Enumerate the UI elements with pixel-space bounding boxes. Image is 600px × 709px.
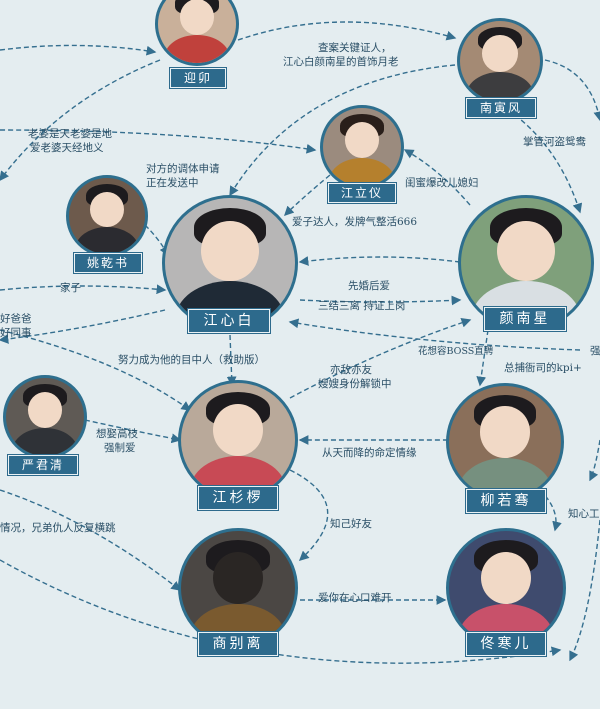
portrait-yannanxing: [458, 195, 594, 331]
edge-yanjunqing-jiangshanshan: [84, 419, 182, 444]
edge-jiangxinbai-yannanxing: [299, 295, 462, 306]
edge-jiangxinbai-jiangshanshan: [226, 334, 237, 387]
relation-wife-natural: 爱老婆天经地义: [30, 142, 104, 154]
relation-love-unspoken: 爱你在心口难开: [318, 592, 392, 604]
relation-family: 家子: [60, 282, 81, 294]
label-yanjunqing: 严君清: [7, 454, 79, 476]
node-yannanxing[interactable]: 颜南星: [458, 195, 598, 340]
edge-left-shangbieli: [0, 489, 182, 591]
portrait-jiangxinbai: [162, 195, 298, 331]
relation-forced-love: 强制爱: [104, 442, 136, 454]
node-yanjunqing[interactable]: 严君清: [0, 375, 92, 476]
node-jiangxinbai[interactable]: 江心白: [162, 195, 302, 340]
relation-adjust-request: 对方的调体申请: [146, 163, 220, 175]
edge-yannanxing-liuruohan: [476, 329, 489, 387]
relation-key-witness: 查案关键证人，: [318, 42, 392, 54]
relation-kpi: 总捕衙司的kpi+: [504, 362, 582, 374]
edge-jiangxinbai-left: [0, 309, 166, 344]
edge-nanyinfeng-jiangxinbai: [229, 64, 456, 197]
edge-right-bottom: [569, 519, 600, 662]
relation-sending: 正在发送中: [146, 177, 199, 189]
relation-fated-love: 从天而降的命定情缘: [322, 447, 417, 459]
portrait-jianglizyi: [320, 105, 404, 189]
portrait-yaoqianshu: [66, 175, 148, 257]
portrait-yingmao: [155, 0, 239, 66]
relation-high-branch: 想娶高枝: [96, 428, 138, 440]
relation-confidant-right: 知心工: [568, 508, 600, 520]
portrait-liuruohan: [446, 383, 564, 501]
node-liuruohan[interactable]: 柳若骞: [446, 383, 570, 518]
node-jiangshanshan[interactable]: 江杉椤: [178, 380, 302, 515]
edge-jianglizyi-jiangxinbai: [284, 174, 331, 216]
label-jianglizyi: 江立仪: [327, 182, 397, 204]
node-jianglizyi[interactable]: 江立仪: [318, 105, 408, 205]
label-jiangshanshan: 江杉椤: [197, 485, 279, 511]
node-nanyinfeng[interactable]: 南寅风: [452, 18, 548, 119]
edge-left-yingmao: [0, 44, 157, 56]
relation-close-friend: 知己好友: [330, 518, 372, 530]
edge-jiangshanshan-shangbieli: [289, 469, 329, 561]
label-yaoqianshu: 姚乾书: [73, 252, 143, 274]
relation-brothers-enemies: 情况，兄弟仇人反复横跳: [0, 522, 116, 534]
relation-marry-first: 先婚后爱: [348, 280, 390, 292]
relation-three-marriages: 三结三离 持证上岗: [318, 300, 406, 312]
portrait-yanjunqing: [3, 375, 87, 459]
relation-target-person: 努力成为他的目中人（救助版）: [118, 354, 265, 366]
edge-left-jianglizyi: [0, 129, 317, 154]
edge-yingmao-nanyinfeng: [237, 21, 457, 41]
node-yaoqianshu[interactable]: 姚乾书: [62, 175, 154, 275]
relation-good-colleague: 好同事: [0, 327, 32, 339]
node-shangbieli[interactable]: 商别离: [178, 528, 302, 663]
relation-bestie-daughter-in-law: 闺蜜爆改儿媳妇: [405, 177, 479, 189]
relation-strong-right: 强: [590, 345, 600, 357]
label-liuruohan: 柳若骞: [465, 488, 547, 514]
label-nanyinfeng: 南寅风: [465, 97, 537, 119]
label-yannanxing: 颜南星: [483, 306, 567, 332]
portrait-shangbieli: [178, 528, 298, 648]
edge-nanyinfeng-right: [544, 59, 600, 122]
label-shangbieli: 商别离: [197, 631, 279, 657]
portrait-jiangshanshan: [178, 380, 298, 500]
portrait-tonghaner: [446, 528, 566, 648]
edge-yannanxing-jiangxinbai: [298, 256, 461, 266]
edge-nanyinfeng-yannanxing: [514, 114, 583, 214]
label-jiangxinbai: 江心白: [187, 308, 271, 334]
relation-wife-heaven: 老婆是天老婆是地: [28, 128, 112, 140]
relation-river-bandit: 掌管河盗鸳鸯: [523, 136, 586, 148]
label-tonghaner: 佟寒儿: [465, 631, 547, 657]
label-yingmao: 迎卯: [169, 67, 227, 89]
edge-yannanxing-jianglizyi: [403, 149, 471, 206]
edge-yingmao-left: [0, 59, 161, 182]
edge-right-liuruohan: [589, 439, 600, 482]
node-tonghaner[interactable]: 佟寒儿: [446, 528, 570, 663]
relation-sister-in-law: 嫂嫂身份解锁中: [318, 378, 392, 390]
relation-matchmaker: 江心白颜南星的首饰月老: [283, 56, 399, 68]
relation-friend-foe: 亦敌亦友: [330, 364, 372, 376]
edge-left-jiangshanshan: [0, 329, 192, 411]
portrait-nanyinfeng: [457, 18, 543, 104]
relation-boss-hire: 花想容BOSS直聘: [418, 346, 494, 357]
edge-liuruohan-jiangxinbai: [288, 318, 581, 351]
node-yingmao[interactable]: 迎卯: [152, 0, 242, 92]
relation-good-dad: 好爸爸: [0, 313, 32, 325]
edge-left-jiangxinbai: [0, 284, 167, 295]
relation-son-lover: 爱子达人，发牌气整活666: [292, 216, 418, 228]
edge-jiangshanshan-yannanxing: [289, 318, 472, 399]
